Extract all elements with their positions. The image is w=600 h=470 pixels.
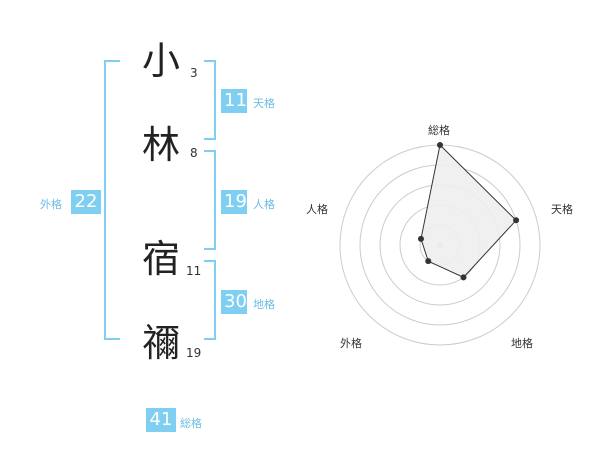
name-char-4: 禰 — [142, 321, 181, 365]
soukaku-value: 41 — [146, 408, 176, 432]
jinkaku-label: 人格 — [253, 198, 275, 211]
chikaku-value: 30 — [221, 290, 247, 314]
stroke-count-2: 8 — [190, 146, 198, 160]
radar-label-soukaku: 総格 — [428, 124, 450, 137]
radar-point-5 — [417, 235, 424, 242]
jinkaku-bracket — [204, 150, 216, 250]
gaikaku-value: 22 — [71, 190, 101, 214]
name-char-3: 宿 — [142, 237, 181, 281]
radar-series-area — [420, 143, 517, 278]
chikaku-label: 地格 — [253, 298, 275, 311]
radar-label-jinkaku: 人格 — [306, 203, 328, 216]
stroke-count-1: 3 — [190, 66, 198, 80]
tenkaku-value: 11 — [221, 89, 247, 113]
jinkaku-value: 19 — [221, 190, 247, 214]
chikaku-bracket — [204, 260, 216, 340]
name-char-2: 林 — [142, 123, 181, 167]
name-char-1: 小 — [142, 39, 181, 83]
stroke-count-4: 19 — [186, 346, 202, 360]
gaikaku-label: 外格 — [40, 198, 62, 211]
radar-point-2 — [513, 217, 520, 224]
radar-label-tenkaku: 天格 — [551, 203, 573, 216]
fortune-radar-chart — [339, 142, 541, 346]
stroke-count-3: 11 — [186, 264, 202, 278]
gaikaku-bracket — [104, 60, 120, 340]
radar-point-3 — [460, 274, 467, 281]
tenkaku-label: 天格 — [253, 97, 275, 110]
soukaku-label: 総格 — [180, 417, 202, 430]
radar-point-4 — [425, 258, 432, 265]
radar-point-1 — [437, 142, 443, 148]
tenkaku-bracket — [204, 60, 216, 140]
radar-label-gaikaku: 外格 — [340, 337, 362, 350]
radar-label-chikaku: 地格 — [511, 337, 533, 350]
